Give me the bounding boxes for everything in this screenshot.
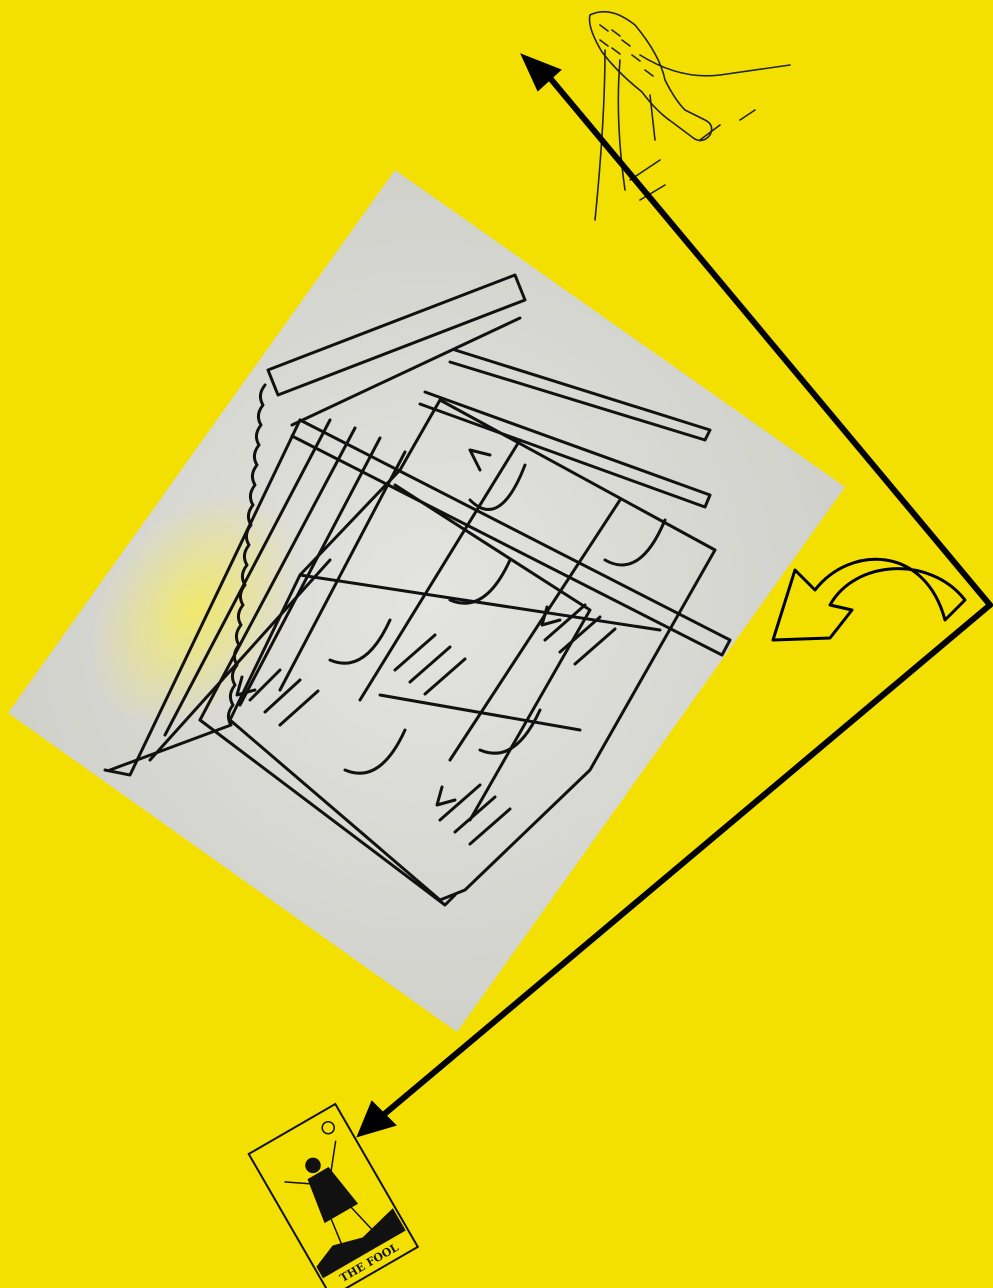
diagonal-arrows (356, 53, 993, 1138)
giraffe-leg-2 (594, 49, 606, 221)
shelf-bottom (198, 718, 457, 907)
sketch-paper (8, 170, 845, 1032)
shelf-rail-3 (290, 418, 732, 657)
grid-row-1 (298, 573, 662, 632)
tarot-head (305, 1157, 321, 1174)
side-plank-2 (198, 426, 357, 722)
arrow-to-card-head (356, 1100, 397, 1138)
shelf-rail-2 (418, 390, 712, 509)
side-plank-1 (163, 418, 332, 737)
giraffe-spots (599, 24, 654, 77)
giraffe-neck (639, 54, 791, 77)
side-panel-front (103, 418, 302, 777)
tarot-card-icon: THE FOOL (247, 1102, 420, 1288)
giraffe-leg-3 (649, 94, 656, 141)
grid-col-3 (448, 498, 622, 762)
books-cell-1 (235, 668, 320, 727)
cloth-cell-2 (603, 518, 667, 567)
arrow-to-card-shaft (372, 602, 993, 1125)
cloth-cell-6 (448, 558, 512, 605)
tarot-sun (321, 1120, 335, 1135)
arrow-to-giraffe-head (520, 53, 562, 92)
shelf-rail-1 (448, 348, 712, 442)
tarot-arms (284, 1140, 337, 1185)
ground-lines (629, 109, 756, 201)
curved-arrow-icon (771, 557, 967, 642)
diagonal-brace (148, 558, 332, 762)
corrugated-edge (108, 383, 267, 772)
grid-row-2 (378, 693, 582, 732)
giraffe-drawing (588, 10, 791, 221)
books-cell-3 (435, 783, 512, 846)
cloth-cell-4 (478, 708, 542, 755)
arrow-to-giraffe-shaft (542, 69, 993, 608)
cloth-cell-3 (328, 618, 392, 665)
side-plank-4 (278, 450, 407, 692)
roof-beam-top (266, 273, 527, 397)
grid-col-2 (358, 438, 522, 702)
bookshelf-drawing (103, 273, 732, 907)
tarot-cliff (316, 1208, 406, 1279)
giraffe-body (588, 10, 713, 142)
tarot-legs (330, 1206, 373, 1247)
tarot-figure (284, 1120, 406, 1279)
books-cell-4 (393, 633, 467, 696)
side-plank-3 (238, 436, 382, 707)
books-cell-2 (540, 603, 617, 666)
cloth-cell-1 (468, 448, 527, 511)
giraffe-leg-1 (617, 59, 626, 191)
bookshelf-sketch-photo (8, 170, 845, 1032)
cloth-cell-5 (343, 728, 407, 775)
roof-beam-2 (290, 316, 522, 427)
yellow-highlight (90, 491, 300, 729)
tarot-body (307, 1167, 359, 1224)
